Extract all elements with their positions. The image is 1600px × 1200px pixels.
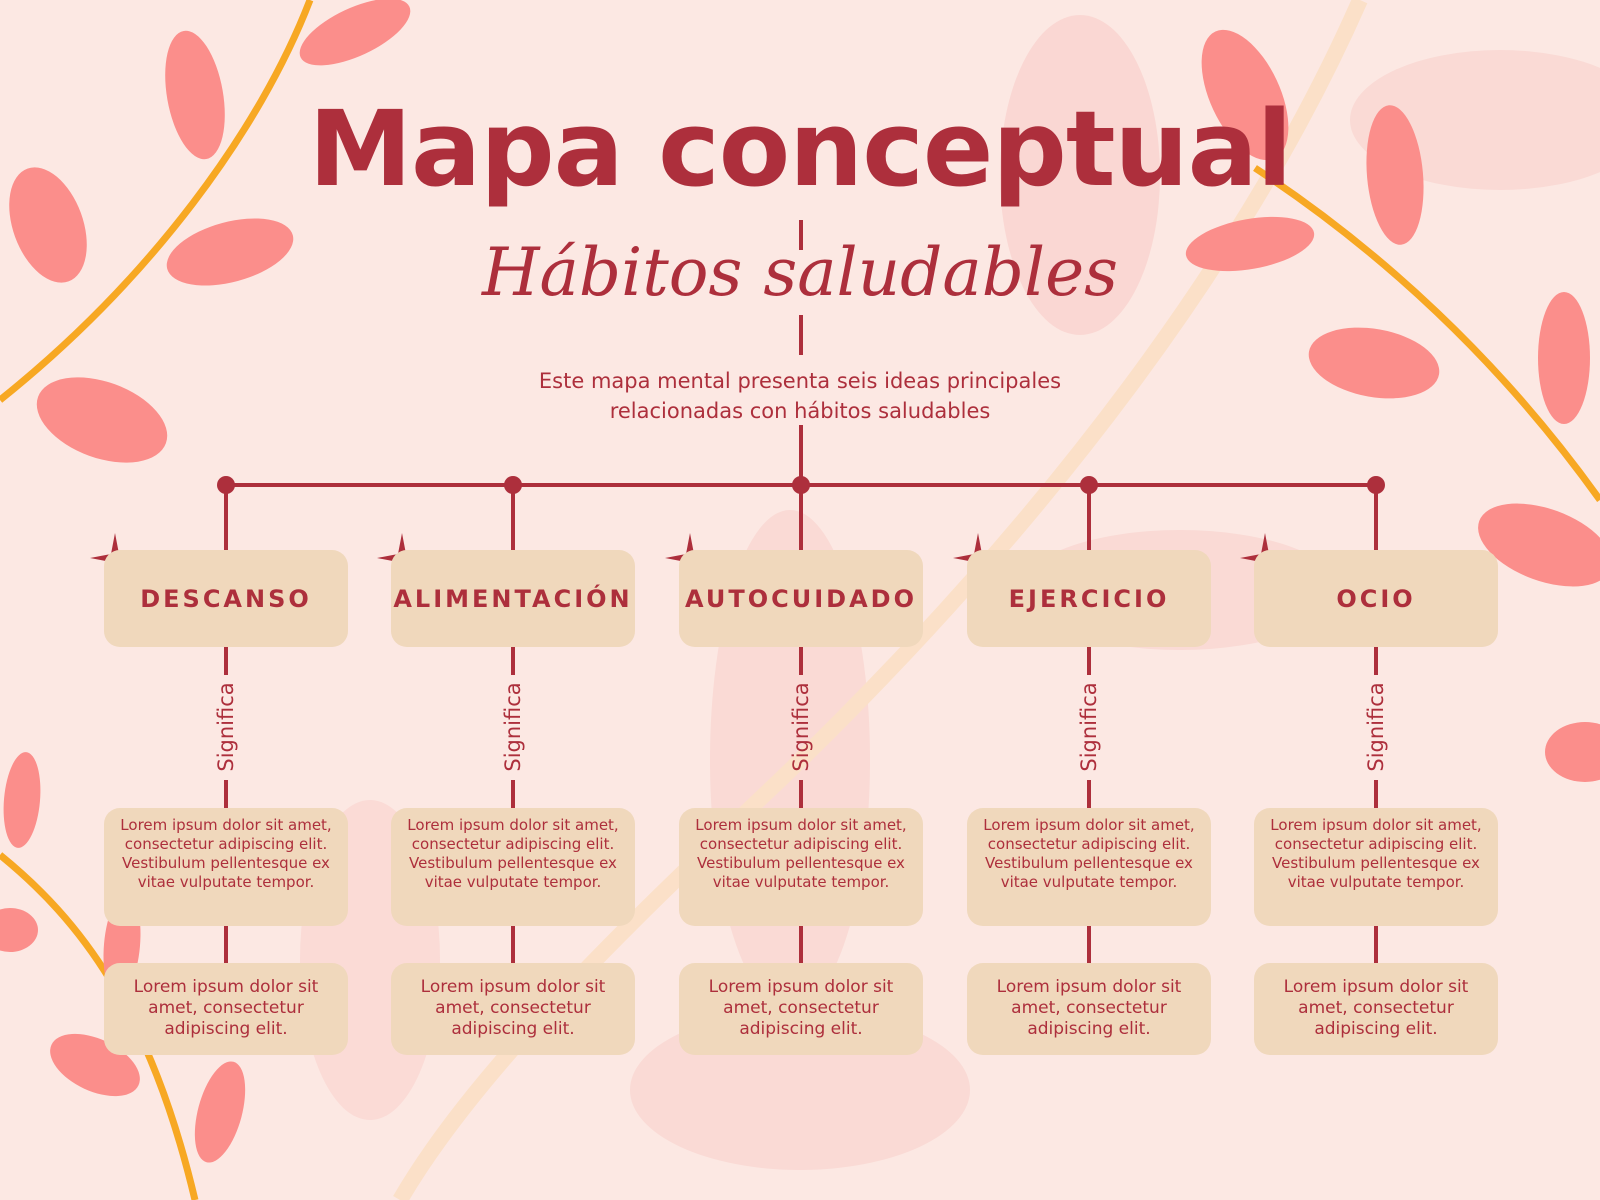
concept-column-alimentacion: ALIMENTACIÓN Significa Lorem ipsum dolor… (377, 0, 635, 1200)
stem-line (1253, 165, 1600, 503)
concept-column-ejercicio: EJERCICIO Significa Lorem ipsum dolor si… (953, 0, 1211, 1200)
petal-shape (299, 0, 411, 66)
category-label: ALIMENTACIÓN (391, 550, 635, 647)
petal-shape (165, 30, 225, 160)
petal-shape (1366, 105, 1424, 245)
petal-shape (1538, 292, 1590, 424)
petal-shape (1308, 327, 1440, 399)
summary-box: Lorem ipsum dolor sit amet, consectetur … (967, 963, 1211, 1055)
summary-box: Lorem ipsum dolor sit amet, consectetur … (104, 963, 348, 1055)
description-line: relacionadas con hábitos saludables (609, 399, 991, 423)
concept-column-ocio: OCIO Significa Lorem ipsum dolor sit ame… (1240, 0, 1498, 1200)
pale-curve (393, 0, 1368, 1200)
description-text: Este mapa mental presenta seis ideas pri… (500, 366, 1100, 426)
page-subtitle: Hábitos saludables (481, 234, 1119, 311)
petal-shape (3, 752, 41, 848)
blob-shape (1000, 15, 1160, 335)
petal-shape (1545, 722, 1600, 782)
petal-shape (0, 908, 38, 952)
summary-box: Lorem ipsum dolor sit amet, consectetur … (1254, 963, 1498, 1055)
page-title: Mapa conceptual (308, 88, 1293, 210)
petal-shape (9, 167, 87, 283)
detail-box: Lorem ipsum dolor sit amet, consectetur … (967, 808, 1211, 926)
summary-box: Lorem ipsum dolor sit amet, consectetur … (391, 963, 635, 1055)
connector-label: Significa (1364, 682, 1388, 772)
concept-column-descanso: DESCANSO Significa Lorem ipsum dolor sit… (90, 0, 348, 1200)
stem-line (0, 0, 314, 403)
category-label: EJERCICIO (967, 550, 1211, 647)
connector-label: Significa (789, 682, 813, 772)
description-line: Este mapa mental presenta seis ideas pri… (538, 369, 1062, 393)
category-label: OCIO (1254, 550, 1498, 647)
petal-shape (166, 218, 294, 286)
petal-shape (1201, 29, 1289, 161)
petal-shape (1478, 503, 1600, 587)
connector-label: Significa (1077, 682, 1101, 772)
petal-shape (194, 1061, 246, 1163)
connector-label: Significa (501, 682, 525, 772)
category-label: AUTOCUIDADO (679, 550, 923, 647)
connector-label: Significa (214, 682, 238, 772)
detail-box: Lorem ipsum dolor sit amet, consectetur … (679, 808, 923, 926)
detail-box: Lorem ipsum dolor sit amet, consectetur … (1254, 808, 1498, 926)
summary-box: Lorem ipsum dolor sit amet, consectetur … (679, 963, 923, 1055)
category-label: DESCANSO (104, 550, 348, 647)
detail-box: Lorem ipsum dolor sit amet, consectetur … (391, 808, 635, 926)
petal-shape (36, 377, 168, 463)
concept-column-autocuidado: AUTOCUIDADO Significa Lorem ipsum dolor … (665, 0, 923, 1200)
detail-box: Lorem ipsum dolor sit amet, consectetur … (104, 808, 348, 926)
petal-shape (1185, 216, 1315, 272)
